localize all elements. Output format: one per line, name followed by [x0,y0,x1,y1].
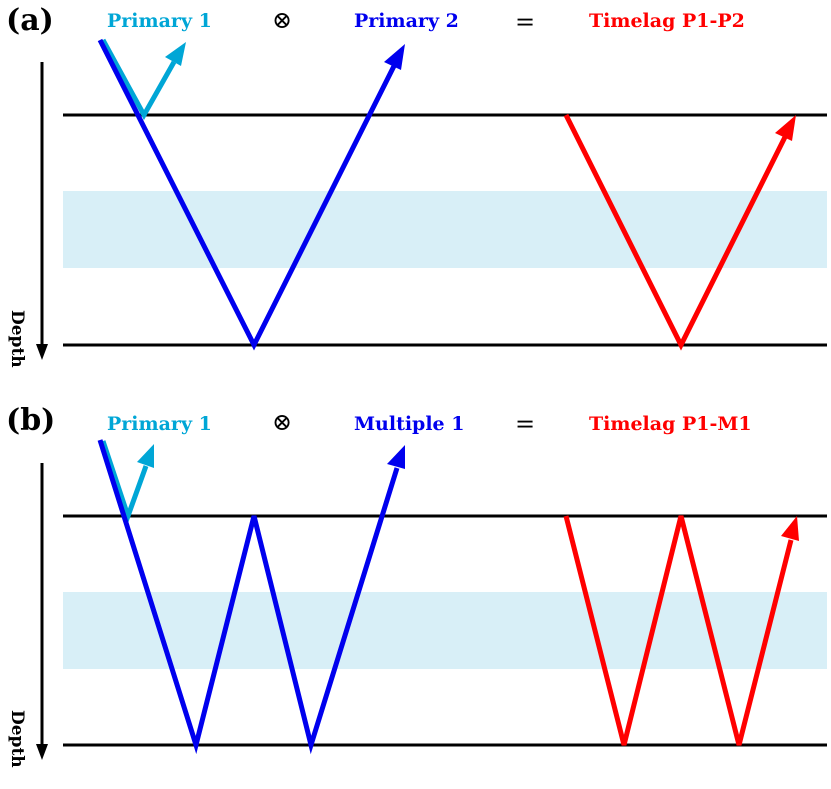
panel-a: (a) Primary 1 ⊗ Primary 2 = Timelag P1-P… [6,3,827,368]
panel-a-depth-arrowhead [36,344,48,360]
panel-b-layer-band [63,592,827,669]
panel-a-letter: (a) [6,3,54,38]
panel-b-multiple1-arrowhead [387,445,405,469]
panel-a-primary2-ray [97,38,397,351]
panel-a-right-term: Primary 2 [354,10,459,32]
panel-b-primary1-ray [100,440,149,524]
panel-b-left-term: Primary 1 [107,413,212,435]
panel-a-timelag-ray [563,113,788,351]
panel-b: (b) Primary 1 ⊗ Multiple 1 = Timelag P1-… [6,403,827,768]
panel-a-depth-label: Depth [7,310,27,368]
panel-b-equals: = [515,410,535,438]
panel-a-timelag-arrowhead [775,115,796,141]
panel-b-primary1-arrowhead [137,444,154,468]
panel-b-timelag-arrowhead [781,516,799,541]
panel-a-primary2-arrowhead [384,44,405,70]
panel-a-layer-band [63,191,827,268]
panel-b-result: Timelag P1-M1 [589,413,752,435]
panel-b-operator: ⊗ [272,408,292,436]
panel-a-operator: ⊗ [272,6,292,34]
panel-a-left-term: Primary 1 [107,10,212,32]
panel-a-result: Timelag P1-P2 [589,10,745,32]
panel-b-depth-label: Depth [7,710,27,768]
panel-a-equals: = [515,8,535,36]
panel-b-depth-arrowhead [36,744,48,760]
panel-b-timelag-ray [563,515,794,746]
panel-b-right-term: Multiple 1 [354,413,464,435]
panel-a-primary1-ray [100,38,177,121]
panel-b-multiple1-ray [97,439,400,755]
panel-a-primary1-arrowhead [165,42,186,66]
panel-b-letter: (b) [6,403,55,438]
